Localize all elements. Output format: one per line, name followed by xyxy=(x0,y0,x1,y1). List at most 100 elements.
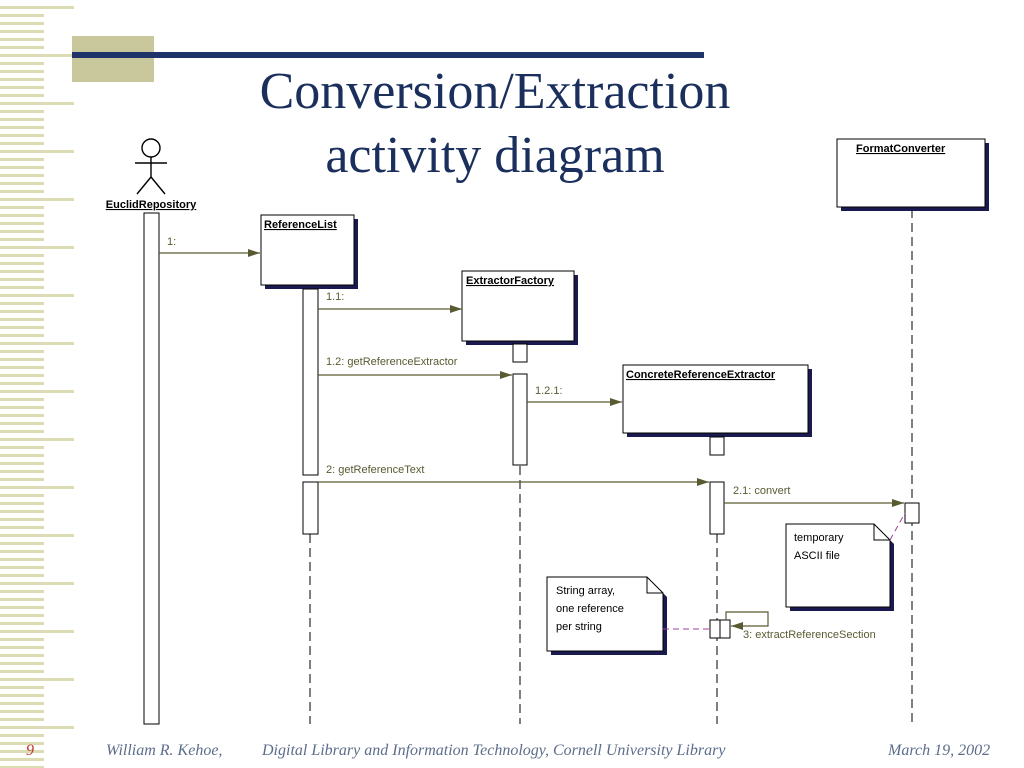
stripe xyxy=(0,470,44,473)
note-string-array: String array, one reference per string xyxy=(546,576,667,655)
object-label: ReferenceList xyxy=(264,219,337,231)
stripe xyxy=(0,598,44,601)
stripe xyxy=(0,294,74,297)
stripe xyxy=(0,430,44,433)
stripe xyxy=(0,646,44,649)
stripe xyxy=(0,110,44,113)
note-line: per string xyxy=(556,621,602,633)
stripe xyxy=(0,174,44,177)
stripe xyxy=(0,366,44,369)
note-line: one reference xyxy=(556,603,624,615)
stripe xyxy=(0,558,44,561)
stripe xyxy=(0,670,44,673)
header-accent-bar xyxy=(72,52,704,58)
page-number: 9 xyxy=(26,742,34,759)
stripe xyxy=(0,150,74,153)
message-labels: 1: 1.1: 1.2: getReferenceExtractor 1.2.1… xyxy=(167,236,876,641)
stripe xyxy=(0,390,74,393)
stripe xyxy=(0,318,44,321)
stripe xyxy=(0,438,74,441)
stripe xyxy=(0,206,44,209)
stripe xyxy=(0,190,44,193)
object-label: ExtractorFactory xyxy=(466,275,555,287)
stripe xyxy=(0,694,44,697)
object-extractor-factory: ExtractorFactory xyxy=(461,270,578,345)
left-stripe-decoration xyxy=(0,6,74,768)
stripe xyxy=(0,182,44,185)
stripe xyxy=(0,134,44,137)
stripe xyxy=(0,686,44,689)
stripe xyxy=(0,406,44,409)
footer-author: William R. Kehoe, xyxy=(106,742,223,759)
stripe xyxy=(0,750,44,753)
stripe xyxy=(0,334,44,337)
stripe xyxy=(0,326,44,329)
message-label: 1.2: getReferenceExtractor xyxy=(326,356,458,368)
stripe xyxy=(0,70,44,73)
slide-title-line2: activity diagram xyxy=(325,127,665,184)
stripe xyxy=(0,574,44,577)
object-label: FormatConverter xyxy=(856,143,946,155)
stripe xyxy=(0,198,74,201)
stripe xyxy=(0,94,44,97)
stripe xyxy=(0,734,44,737)
stripe xyxy=(0,614,44,617)
message-label: 1.2.1: xyxy=(535,385,563,397)
stripe xyxy=(0,542,44,545)
stripe xyxy=(0,6,74,9)
stripe xyxy=(0,158,44,161)
object-label: ConcreteReferenceExtractor xyxy=(626,369,776,381)
stripe xyxy=(0,126,44,129)
stripe xyxy=(0,454,44,457)
stripe xyxy=(0,382,44,385)
stripe xyxy=(0,278,44,281)
stripe xyxy=(0,14,44,17)
stripe xyxy=(0,142,44,145)
note-link xyxy=(889,512,906,541)
note-line: String array, xyxy=(556,585,615,597)
stripe xyxy=(0,422,44,425)
stripe xyxy=(0,478,44,481)
message-label: 2: getReferenceText xyxy=(326,464,424,476)
stripe xyxy=(0,374,44,377)
note-line: ASCII file xyxy=(794,550,840,562)
stripe xyxy=(0,654,44,657)
stripe xyxy=(0,342,74,345)
stripe xyxy=(0,254,44,257)
message-label: 1.1: xyxy=(326,291,344,303)
stripe xyxy=(0,286,44,289)
stripe xyxy=(0,678,74,681)
message-label: 1: xyxy=(167,236,176,248)
stripe xyxy=(0,238,44,241)
stripe xyxy=(0,622,44,625)
stripe xyxy=(0,246,74,249)
stripe xyxy=(0,54,74,57)
stripe xyxy=(0,30,44,33)
stripe xyxy=(0,102,74,105)
stripe xyxy=(0,710,44,713)
stripe xyxy=(0,766,44,768)
stripe xyxy=(0,166,44,169)
stripe xyxy=(0,526,44,529)
stripe xyxy=(0,702,44,705)
stripe xyxy=(0,742,44,745)
stripe xyxy=(0,638,44,641)
stripe xyxy=(0,350,44,353)
stripe xyxy=(0,222,44,225)
stripe xyxy=(0,302,44,305)
stripe xyxy=(0,582,74,585)
stripe xyxy=(0,262,44,265)
stripe xyxy=(0,518,44,521)
note-line: temporary xyxy=(794,532,844,544)
stripe xyxy=(0,230,44,233)
stripe xyxy=(0,726,74,729)
stripe xyxy=(0,62,44,65)
stripe xyxy=(0,358,44,361)
stripe xyxy=(0,118,44,121)
stripe xyxy=(0,398,44,401)
stripe xyxy=(0,566,44,569)
stripe xyxy=(0,214,44,217)
stripe xyxy=(0,502,44,505)
stripe xyxy=(0,534,74,537)
